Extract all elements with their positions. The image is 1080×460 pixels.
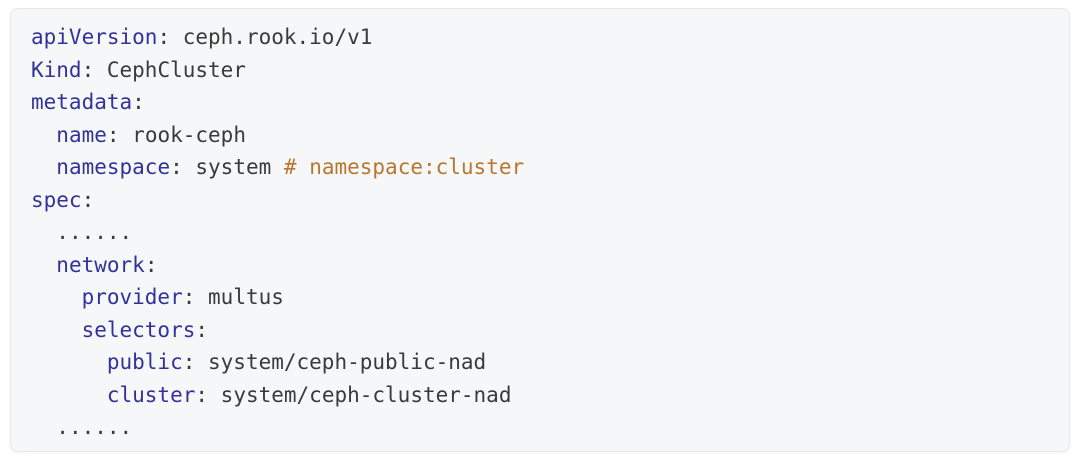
code-token-indent — [31, 318, 82, 342]
code-token-value: rook-ceph — [132, 122, 246, 147]
code-line: name: rook-ceph — [31, 119, 1049, 152]
code-token-key: public — [106, 350, 183, 374]
code-token-value: multus — [208, 285, 284, 309]
code-token-indent — [31, 350, 107, 374]
code-token-punct: : — [132, 90, 145, 114]
code-token-value: CephCluster — [106, 57, 246, 82]
code-line: provider: multus — [31, 281, 1049, 314]
code-token-indent — [31, 415, 56, 439]
code-token-key: provider — [81, 285, 183, 309]
code-token-indent — [31, 285, 82, 309]
code-token-punct: : — [81, 57, 107, 82]
code-token-key: network — [56, 252, 145, 277]
code-token-punct: : — [182, 285, 209, 309]
code-line: public: system/ceph-public-nad — [31, 346, 1049, 379]
code-line: metadata: — [31, 86, 1049, 119]
code-line: network: — [31, 249, 1049, 282]
code-token-punct: : — [195, 382, 221, 407]
code-line: ...... — [31, 411, 1049, 444]
code-token-value: system — [195, 155, 284, 179]
code-token-punct: : — [157, 25, 183, 49]
code-token-indent — [31, 220, 56, 244]
code-token-indent — [31, 155, 56, 179]
code-token-key: apiVersion — [31, 25, 158, 49]
code-token-key: spec — [31, 187, 82, 212]
code-line: spec: — [31, 184, 1049, 217]
code-line: cluster: system/ceph-cluster-nad — [31, 379, 1049, 412]
code-token-value: ...... — [56, 220, 133, 244]
code-line: ...... — [31, 216, 1049, 249]
code-token-punct: : — [106, 122, 133, 147]
code-token-value: system/ceph-cluster-nad — [220, 382, 512, 407]
code-token-key: namespace — [56, 155, 171, 179]
code-token-indent — [31, 123, 56, 147]
code-token-key: Kind — [31, 57, 82, 82]
code-token-key: name — [56, 122, 107, 147]
code-token-value: system/ceph-public-nad — [208, 350, 487, 374]
code-token-comment: # namespace:cluster — [283, 155, 525, 179]
code-token-punct: : — [81, 187, 95, 212]
code-token-key: cluster — [106, 382, 196, 407]
code-token-key: metadata — [31, 90, 133, 114]
code-token-punct: : — [170, 155, 196, 179]
code-token-value: ceph.rook.io/v1 — [182, 25, 373, 49]
code-line: apiVersion: ceph.rook.io/v1 — [31, 21, 1049, 54]
code-token-value: ...... — [56, 415, 133, 439]
code-token-punct: : — [195, 317, 209, 342]
code-line: selectors: — [31, 314, 1049, 347]
code-token-punct: : — [144, 252, 158, 277]
code-line: namespace: system # namespace:cluster — [31, 151, 1049, 184]
code-token-indent — [31, 383, 107, 407]
code-token-punct: : — [182, 350, 209, 374]
code-token-indent — [31, 253, 56, 277]
code-line: Kind: CephCluster — [31, 54, 1049, 87]
code-token-key: selectors — [81, 317, 196, 342]
